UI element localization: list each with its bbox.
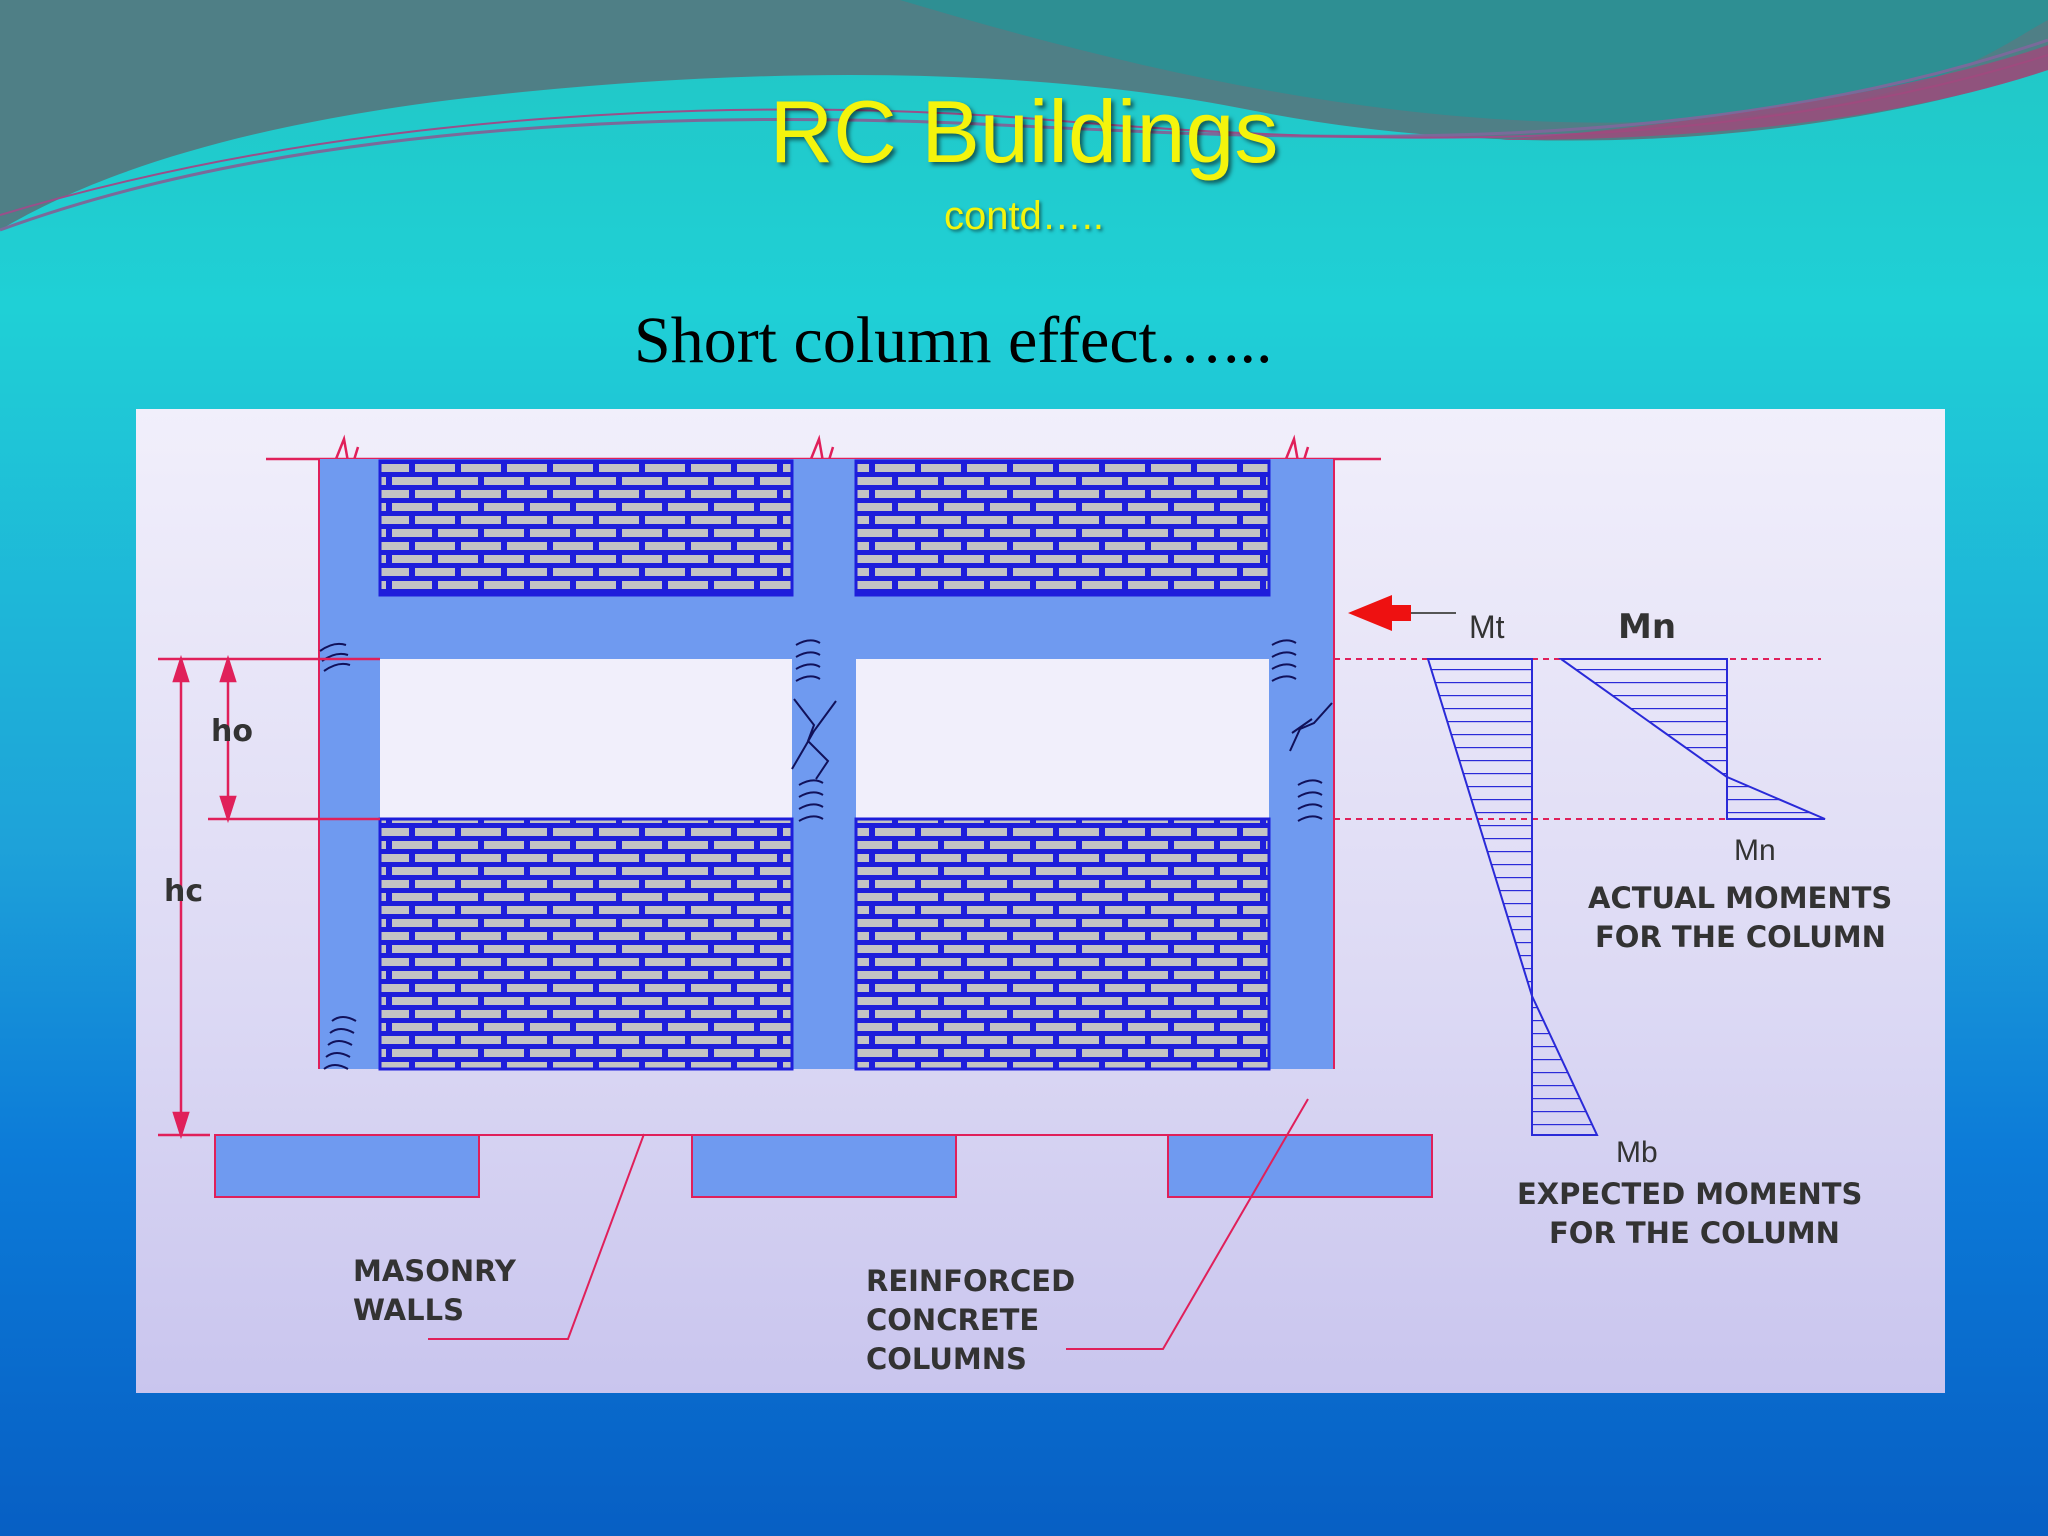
actual-moment-diagram	[1557, 658, 1826, 820]
short-column-diagram: ho hc Mt Mn Mn ACTUAL MOMENTS FOR THE CO…	[136, 409, 1945, 1393]
caption-expected-line2: FOR THE COLUMN	[1549, 1216, 1840, 1250]
slide-title: RC Buildings	[769, 82, 1279, 181]
diagram-svg: ho hc Mt Mn Mn ACTUAL MOMENTS FOR THE CO…	[158, 434, 1892, 1376]
footings	[214, 1134, 1433, 1198]
label-mb: Mb	[1616, 1136, 1658, 1169]
caption-masonry-line2: WALLS	[353, 1293, 464, 1327]
masonry-infill	[378, 459, 1271, 1071]
caption-actual-line1: ACTUAL MOMENTS	[1588, 881, 1892, 915]
caption-masonry-line1: MASONRY	[353, 1254, 517, 1288]
header-wave-decoration	[0, 0, 2048, 232]
section-heading: Short column effect…...	[634, 304, 1273, 377]
dimension-ho: ho	[211, 714, 253, 749]
caption-expected-line1: EXPECTED MOMENTS	[1517, 1177, 1862, 1211]
slide-subtitle: contd…..	[943, 194, 1105, 238]
expected-moment-diagram	[1426, 658, 1599, 1136]
dimension-lines	[158, 654, 380, 1140]
crack-marks	[319, 639, 1333, 1070]
dimension-hc: hc	[164, 874, 203, 909]
opening-left	[380, 659, 792, 819]
label-mn-top: Mn	[1618, 607, 1676, 647]
opening-right	[856, 659, 1269, 819]
leader-lines	[428, 1098, 1309, 1350]
label-mn-bottom: Mn	[1734, 834, 1776, 867]
caption-rc-line2: CONCRETE	[866, 1303, 1039, 1337]
lateral-load-arrow-icon	[1348, 595, 1456, 631]
caption-rc-line1: REINFORCED	[866, 1264, 1075, 1298]
label-mt: Mt	[1469, 609, 1505, 645]
caption-rc-line3: COLUMNS	[866, 1342, 1027, 1376]
caption-actual-line2: FOR THE COLUMN	[1595, 920, 1886, 954]
